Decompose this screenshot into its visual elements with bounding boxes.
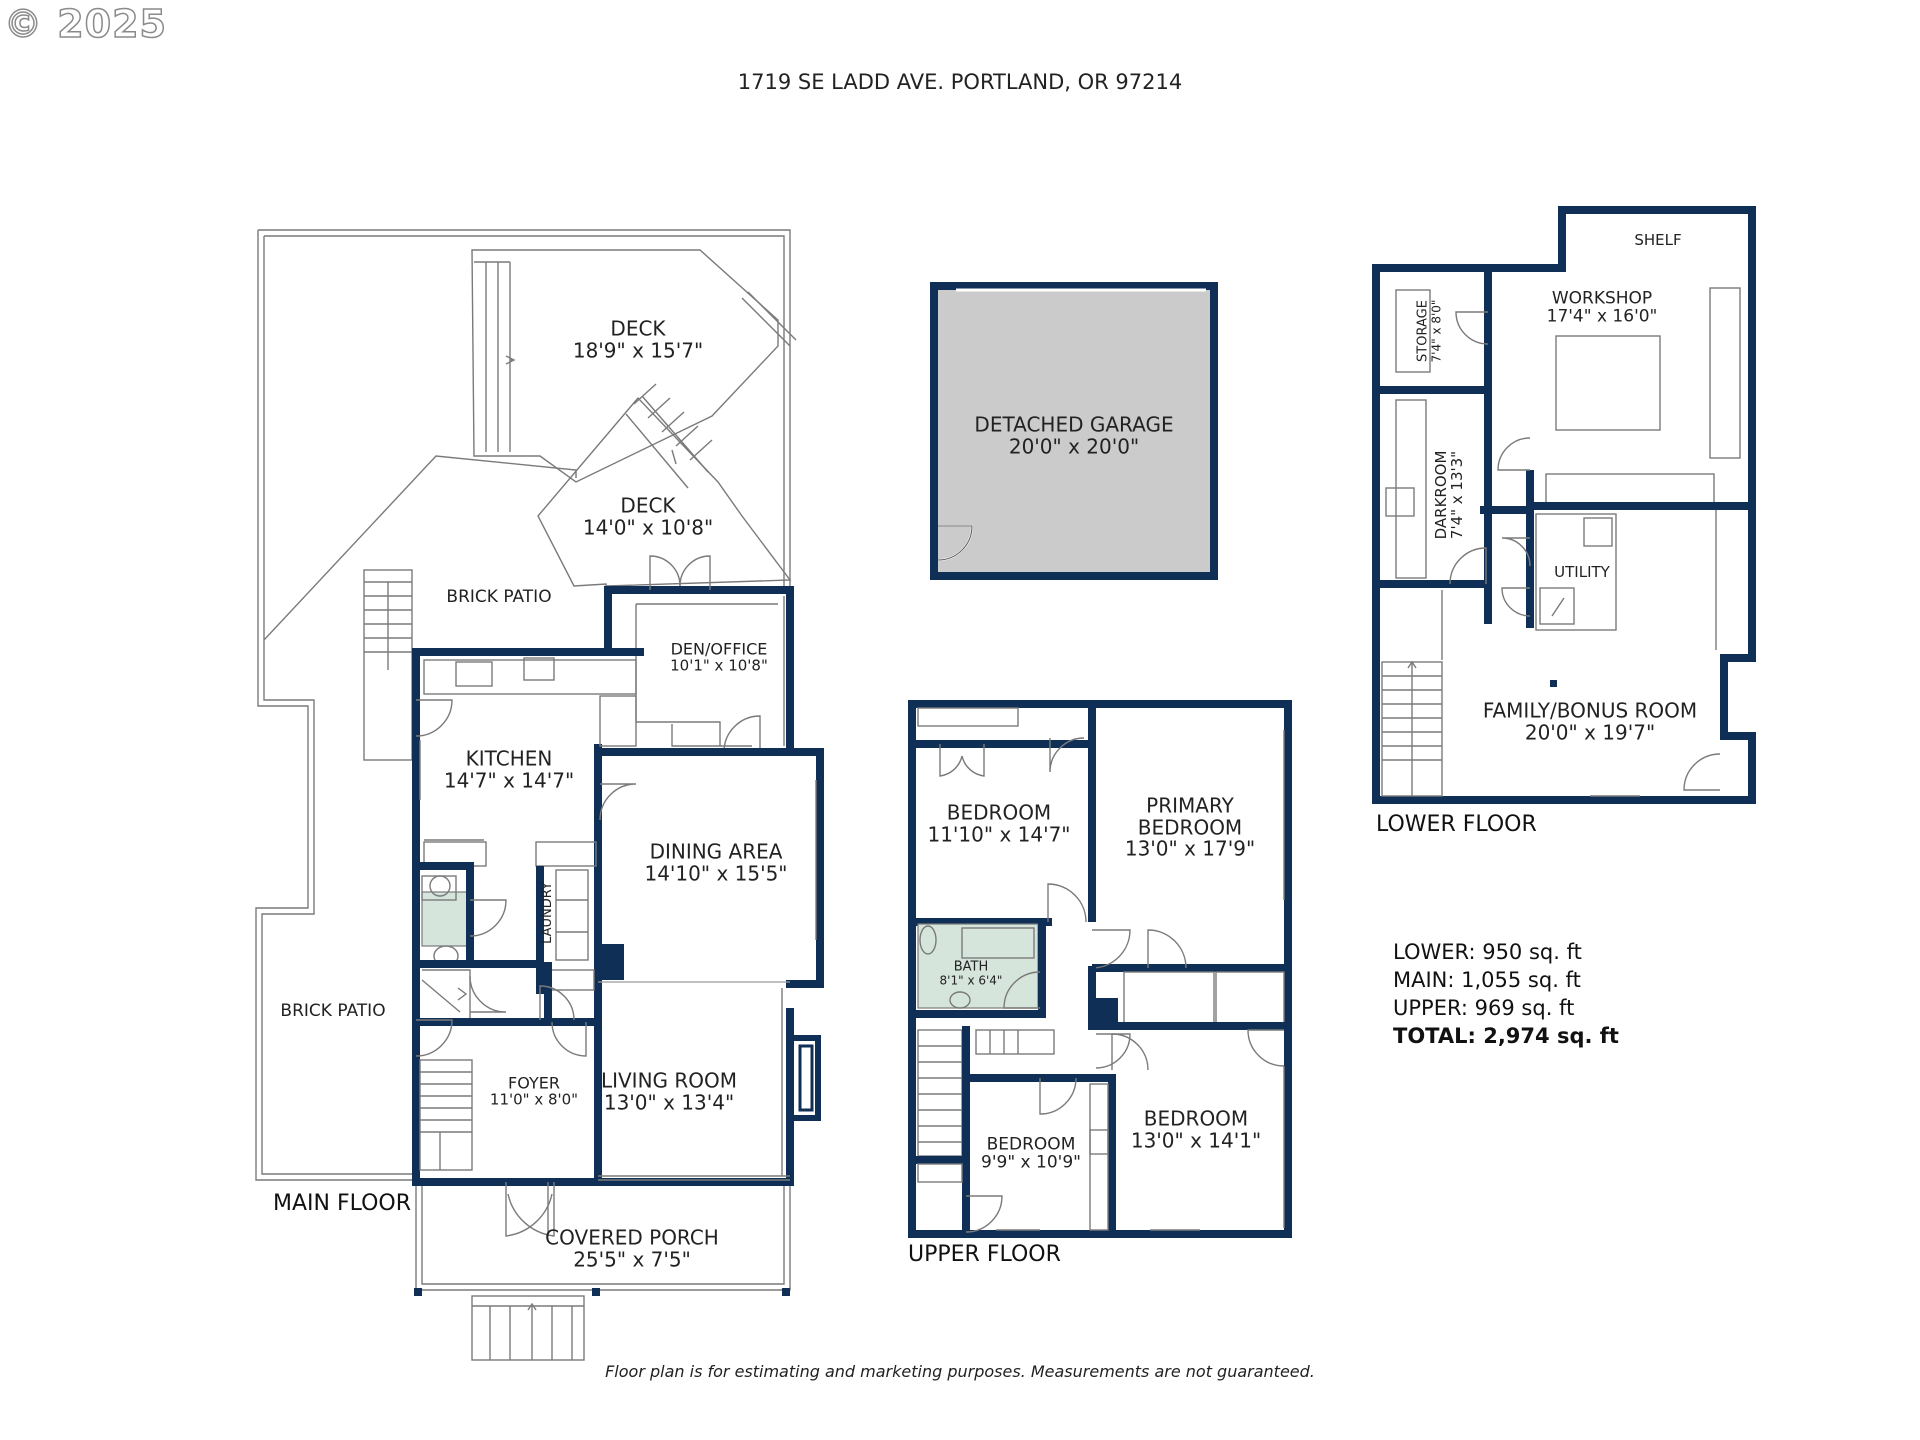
copyright-watermark: © 2025	[3, 1, 167, 47]
lower-floor-plan	[1372, 206, 1756, 804]
room-shelf: SHELF	[1634, 230, 1682, 249]
room-brick-patio-1: BRICK PATIO	[446, 586, 552, 607]
square-footage-summary: LOWER: 950 sq. ft MAIN: 1,055 sq. ft UPP…	[1393, 938, 1619, 1050]
sqft-upper: UPPER: 969 sq. ft	[1393, 996, 1575, 1020]
room-brick-patio-2: BRICK PATIO	[280, 1000, 386, 1021]
disclaimer: Floor plan is for estimating and marketi…	[605, 1362, 1315, 1381]
property-address: 1719 SE LADD AVE. PORTLAND, OR 97214	[737, 70, 1183, 94]
sqft-lower: LOWER: 950 sq. ft	[1393, 940, 1582, 964]
main-floor-plan	[255, 229, 824, 1361]
upper-floor-plan	[908, 700, 1292, 1238]
garage-plan	[930, 282, 1218, 580]
main-floor-label: MAIN FLOOR	[273, 1191, 412, 1216]
sqft-main: MAIN: 1,055 sq. ft	[1393, 968, 1581, 992]
room-utility: UTILITY	[1554, 562, 1610, 581]
upper-floor-label: UPPER FLOOR	[908, 1242, 1061, 1267]
lower-floor-label: LOWER FLOOR	[1376, 812, 1537, 837]
sqft-total: TOTAL: 2,974 sq. ft	[1393, 1024, 1619, 1048]
room-laundry: LAUNDRY	[539, 882, 555, 944]
